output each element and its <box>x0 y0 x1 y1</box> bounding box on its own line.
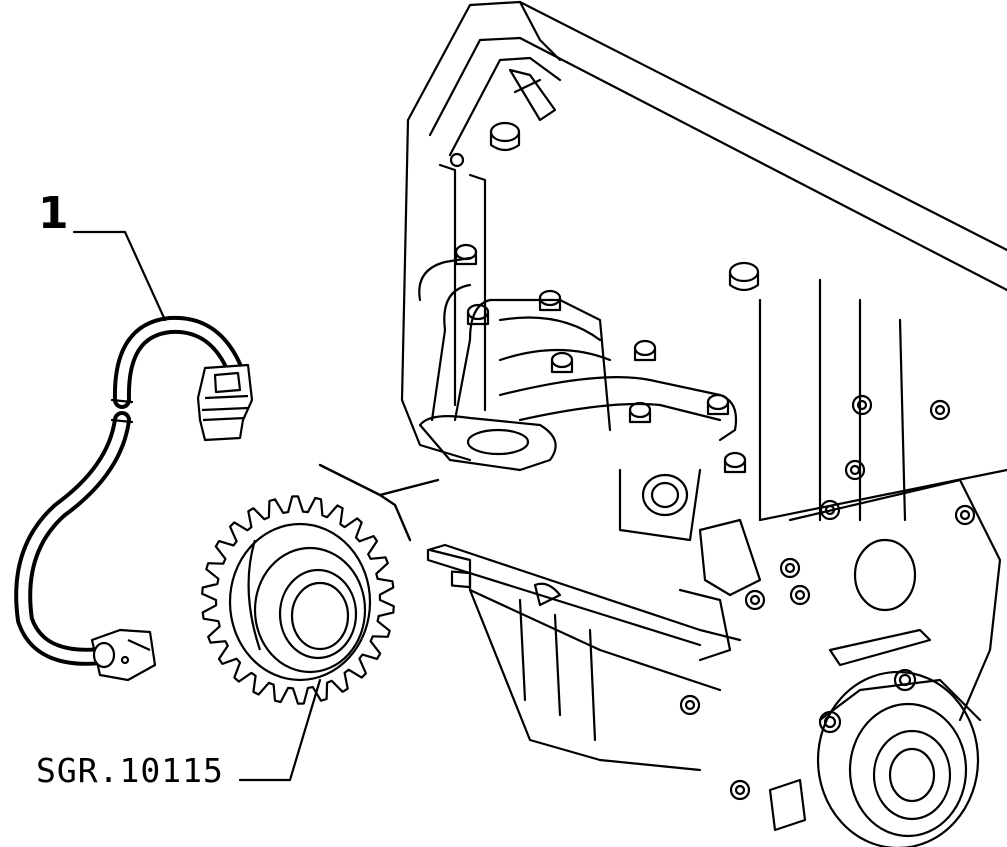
tone-wheel <box>201 495 395 705</box>
leader-lines <box>72 230 322 782</box>
part-code-label: SGR.10115 <box>36 751 224 790</box>
cover-bolt <box>729 779 751 801</box>
cover-bolt <box>779 557 801 579</box>
rpm-sensor-head <box>90 628 157 682</box>
manifold-nut <box>706 393 730 416</box>
cover-bolt <box>728 261 760 292</box>
manifold-nut <box>538 289 562 312</box>
gear-teeth <box>201 495 395 705</box>
manifold-nut <box>550 351 574 374</box>
manifold-nut <box>633 339 657 362</box>
cover-bolt <box>819 499 841 521</box>
cover-bolt <box>489 121 521 152</box>
cover-bolt <box>851 394 873 416</box>
cover-bolt <box>954 504 976 526</box>
cover-bolt <box>679 694 701 716</box>
manifold-nut <box>466 303 490 326</box>
cover-bolt <box>744 589 766 611</box>
item-1-leader <box>72 230 167 322</box>
installation-arrow <box>318 463 440 542</box>
part-code-leader <box>238 678 322 782</box>
cover-bolt <box>844 459 866 481</box>
item-number-callout: 1 <box>38 188 69 239</box>
manifold-nut <box>723 451 747 474</box>
sensor-cable-assembly <box>14 315 244 666</box>
manifold-nut <box>628 401 652 424</box>
cover-bolt <box>929 399 951 421</box>
manifold-nut <box>454 243 478 266</box>
sensor-connector-plug <box>196 363 254 442</box>
engine-block <box>400 0 1007 847</box>
crankshaft-pulley <box>816 670 982 847</box>
cover-bolt <box>789 584 811 606</box>
